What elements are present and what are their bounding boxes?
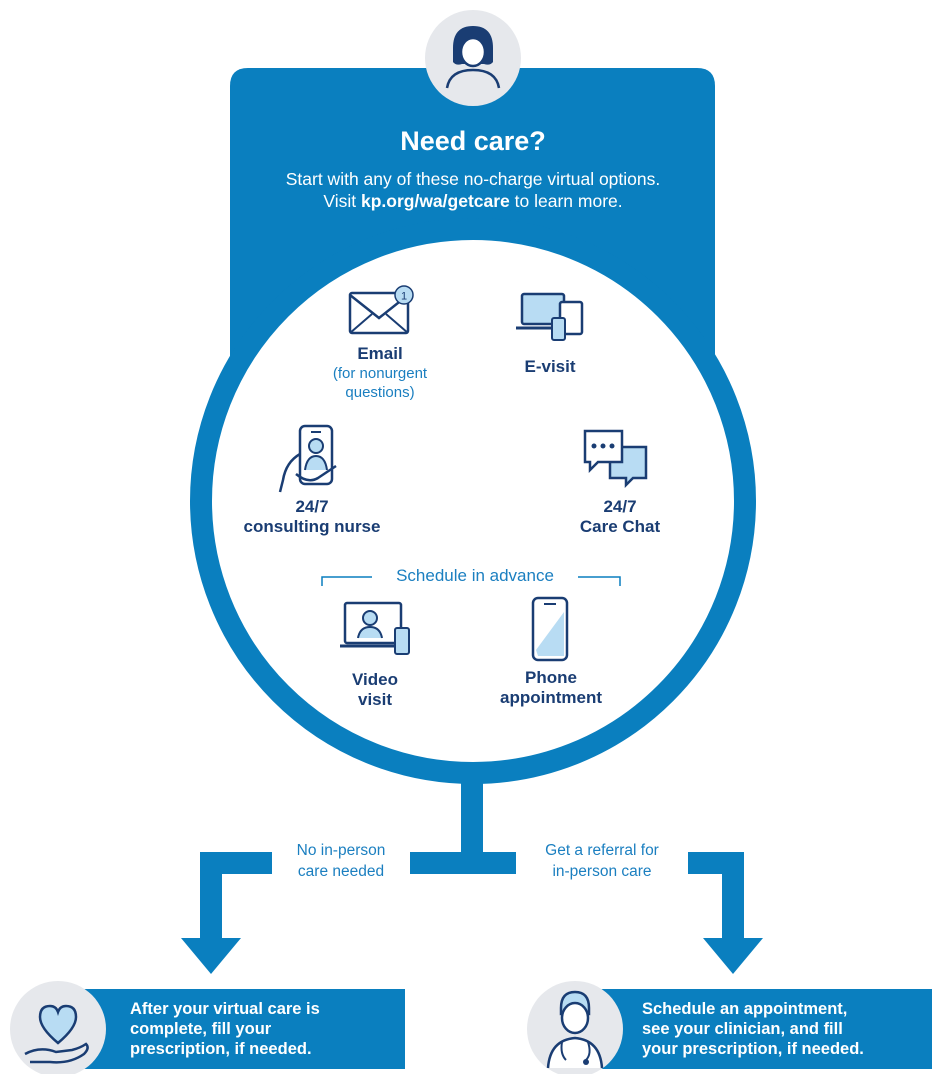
- video-visit-icon: [340, 601, 410, 655]
- option-phone[interactable]: Phone appointment: [484, 668, 618, 708]
- right-result-text: Schedule an appointment, see your clinic…: [642, 999, 930, 1059]
- phone-label-line2: appointment: [500, 688, 602, 707]
- options-circle: [190, 218, 756, 784]
- option-email[interactable]: Email (for nonurgent questions): [330, 344, 430, 402]
- right-result-line1: Schedule an appointment,: [642, 1000, 848, 1018]
- left-result-bar: [60, 989, 405, 1069]
- option-nurse[interactable]: 24/7 consulting nurse: [222, 497, 402, 537]
- schedule-in-advance-label: Schedule in advance: [396, 566, 554, 585]
- carechat-label-line2: Care Chat: [579, 517, 661, 536]
- phone-nurse-icon: [278, 424, 337, 493]
- email-badge-count: 1: [401, 291, 407, 303]
- chat-bubbles-icon: [583, 429, 648, 489]
- email-label: Email: [357, 344, 403, 363]
- left-branch-label-bg: [272, 836, 410, 886]
- phone-label-line1: Phone: [525, 668, 577, 687]
- heart-in-hand-icon: [10, 981, 106, 1074]
- right-branch-label-bg: [516, 836, 688, 886]
- header-subtitle: Start with any of these no-charge virtua…: [240, 168, 706, 212]
- left-branch-line2: care needed: [297, 863, 385, 880]
- nurse-label-line2: consulting nurse: [243, 517, 381, 536]
- left-result-line3: prescription, if needed.: [130, 1040, 312, 1058]
- email-note-line2: questions): [345, 384, 415, 401]
- left-result-line2: complete, fill your: [130, 1020, 272, 1038]
- mobile-phone-icon: [531, 596, 569, 662]
- envelope-icon: 1: [348, 285, 414, 335]
- video-label-line1: Video: [352, 670, 398, 689]
- option-video[interactable]: Video visit: [330, 670, 420, 710]
- nurse-label-line1: 24/7: [295, 497, 329, 516]
- header-visit-text: Visit: [323, 191, 357, 211]
- header-end-text: to learn more.: [514, 191, 623, 211]
- doctor-icon: [527, 981, 623, 1074]
- option-carechat[interactable]: 24/7 Care Chat: [565, 497, 675, 537]
- right-branch-line2: in-person care: [552, 863, 652, 880]
- left-branch-label: No in-person care needed: [272, 840, 410, 882]
- user-avatar-icon: [425, 10, 521, 106]
- laptop-tablet-icon: [516, 292, 584, 341]
- header-subtitle-line2: Visit kp.org/wa/getcare to learn more.: [240, 190, 706, 212]
- right-branch-line1: Get a referral for: [545, 842, 659, 859]
- carechat-label-line1: 24/7: [603, 497, 637, 516]
- email-note-line1: (for nonurgent: [332, 365, 428, 382]
- option-evisit-label[interactable]: E-visit: [524, 357, 576, 376]
- right-result-line2: see your clinician, and fill: [642, 1020, 843, 1038]
- page-title: Need care?: [400, 126, 546, 156]
- getcare-link[interactable]: kp.org/wa/getcare: [360, 191, 510, 211]
- left-result-line1: After your virtual care is: [130, 1000, 320, 1018]
- right-result-bar: [582, 989, 932, 1069]
- video-label-line2: visit: [357, 690, 393, 709]
- left-result-text: After your virtual care is complete, fil…: [130, 999, 400, 1059]
- right-result-line3: your prescription, if needed.: [642, 1040, 864, 1058]
- header-subtitle-line1: Start with any of these no-charge virtua…: [285, 169, 661, 189]
- schedule-bracket: [321, 576, 621, 586]
- right-branch-label: Get a referral for in-person care: [516, 840, 688, 882]
- left-branch-line1: No in-person: [296, 842, 386, 859]
